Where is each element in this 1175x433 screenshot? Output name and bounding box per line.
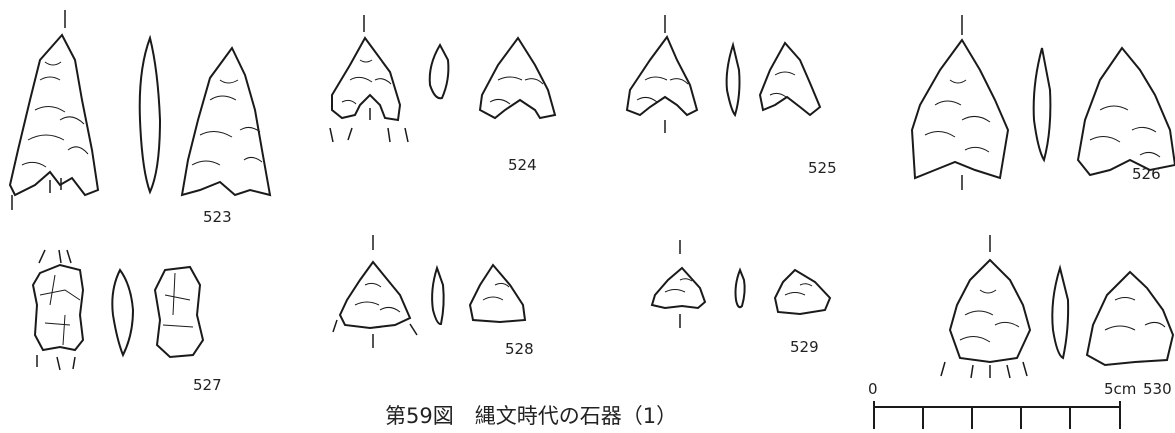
- artifact-number-525: 525: [808, 159, 837, 177]
- arrowhead-523-drawing: [8, 10, 272, 210]
- artifact-number-529: 529: [790, 338, 819, 356]
- arrowhead-525-drawing: [625, 15, 822, 133]
- artifact-529: 529: [640, 240, 850, 370]
- artifact-number-523: 523: [203, 208, 232, 226]
- arrowhead-529-drawing: [650, 240, 832, 328]
- artifact-number-526: 526: [1132, 165, 1161, 183]
- artifact-525: 525: [615, 15, 845, 185]
- artifact-527: 527: [25, 245, 225, 395]
- scale-bar: 0 5cm: [862, 380, 1162, 429]
- artifact-number-527: 527: [193, 376, 222, 394]
- stone-tool-527-drawing: [31, 249, 205, 371]
- scale-bar-graphic: [873, 401, 1121, 429]
- artifact-number-530: 530: [1143, 380, 1172, 398]
- scale-end-label: 5cm: [1104, 380, 1137, 398]
- arrowhead-528-drawing: [332, 235, 527, 348]
- scale-start-label: 0: [868, 380, 878, 398]
- artifact-523: 523: [0, 0, 272, 230]
- artifact-530: 530: [935, 230, 1175, 398]
- artifact-528: 528: [325, 230, 555, 370]
- artifact-524: 524: [320, 10, 560, 180]
- arrowhead-530-drawing: [940, 235, 1175, 379]
- figure-caption: 第59図 縄文時代の石器（1）: [385, 404, 678, 428]
- artifact-526: 526: [900, 10, 1175, 200]
- arrowhead-524-drawing: [329, 15, 557, 143]
- artifact-number-524: 524: [508, 156, 537, 174]
- artifact-number-528: 528: [505, 340, 534, 358]
- arrowhead-526-drawing: [910, 15, 1175, 190]
